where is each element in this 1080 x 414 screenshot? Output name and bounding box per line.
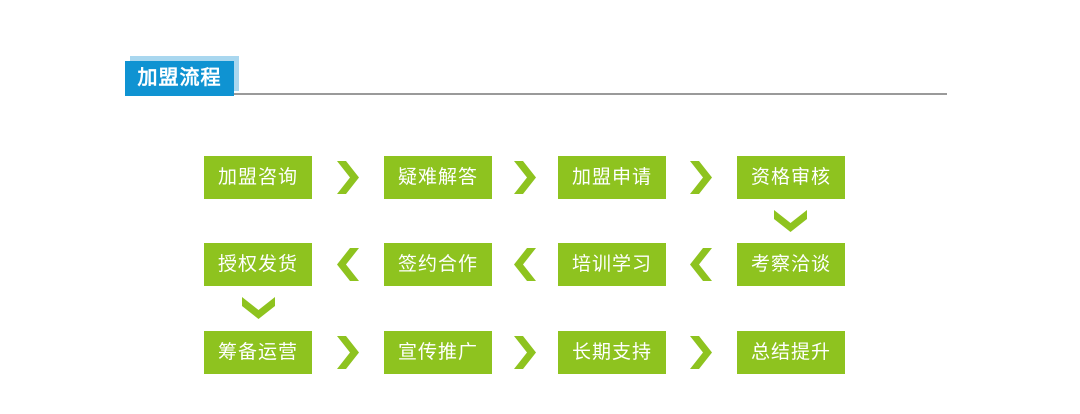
flow-step: 授权发货 (204, 243, 312, 286)
flow-step: 疑难解答 (384, 156, 492, 199)
flow-step: 加盟申请 (558, 156, 666, 199)
arrow-right-icon (690, 161, 712, 194)
flow-step: 加盟咨询 (204, 156, 312, 199)
flow-step: 考察洽谈 (737, 243, 845, 286)
arrow-left-icon (337, 248, 359, 281)
flow-step: 签约合作 (384, 243, 492, 286)
arrow-right-icon (514, 336, 536, 369)
arrow-right-icon (337, 161, 359, 194)
flow-step: 总结提升 (737, 331, 845, 374)
arrow-right-icon (690, 336, 712, 369)
flow-step: 宣传推广 (384, 331, 492, 374)
arrow-right-icon (337, 336, 359, 369)
arrow-down-icon (774, 210, 807, 232)
arrow-down-icon (242, 297, 275, 319)
arrow-right-icon (514, 161, 536, 194)
flow-step: 培训学习 (558, 243, 666, 286)
flow-step: 筹备运营 (204, 331, 312, 374)
flow-step: 长期支持 (558, 331, 666, 374)
arrow-left-icon (514, 248, 536, 281)
header-divider (234, 93, 947, 95)
section-title: 加盟流程 (125, 61, 234, 96)
arrow-left-icon (690, 248, 712, 281)
flow-step: 资格审核 (737, 156, 845, 199)
